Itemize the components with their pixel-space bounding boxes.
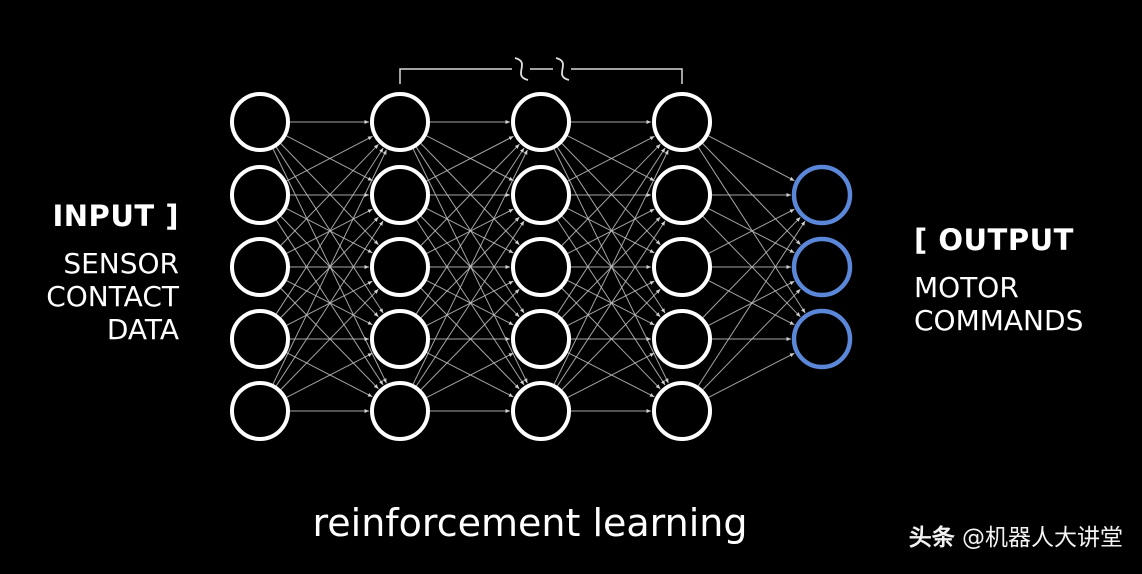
edge-l2-n5-to-n1 xyxy=(412,149,528,385)
edge-l2-n3-to-n1 xyxy=(420,143,520,246)
input-heading: INPUT ] xyxy=(52,199,179,233)
edge-l1-n5-to-n1 xyxy=(272,149,387,385)
edge-l4-n3-to-n1 xyxy=(708,208,795,254)
bracket-break-mark-1 xyxy=(514,57,529,81)
edge-l4-n4-to-n1 xyxy=(702,216,801,318)
edge-l2-n5-to-n4 xyxy=(426,352,514,398)
connection-edges xyxy=(272,120,806,413)
output-heading: [ OUTPUT xyxy=(914,223,1074,257)
input-line-contact: CONTACT xyxy=(46,280,179,313)
output-label-block: [ OUTPUT MOTOR COMMANDS xyxy=(914,223,1084,338)
hidden-layers-bracket xyxy=(399,57,683,84)
edge-l1-n5-to-n3 xyxy=(280,288,379,390)
layer-4-node-5 xyxy=(652,381,712,441)
edge-l2-n4-to-n1 xyxy=(415,147,525,315)
input-line-sensor: SENSOR xyxy=(63,247,179,280)
edge-l3-n3-to-n1 xyxy=(561,143,661,246)
edge-l4-n1-to-n3 xyxy=(697,146,806,314)
layer-2-node-5 xyxy=(370,381,430,441)
layer-2-node-1 xyxy=(370,92,430,152)
edge-l4-n5-to-n3 xyxy=(708,352,795,398)
edge-l3-n5-to-n1 xyxy=(553,149,669,385)
layer-3-node-5 xyxy=(511,381,571,441)
layer-4-node-2 xyxy=(652,165,712,225)
caption-text: reinforcement learning xyxy=(312,501,748,545)
layer-1-node-5 xyxy=(230,381,290,441)
output-node-3 xyxy=(791,308,853,370)
edge-l3-n5-to-n4 xyxy=(567,352,655,398)
edge-l1-n5-to-n4 xyxy=(286,352,373,398)
bracket-line xyxy=(399,68,683,84)
edge-l4-n1-to-n2 xyxy=(702,143,801,246)
input-line-data: DATA xyxy=(106,313,179,346)
edge-l1-n4-to-n1 xyxy=(275,147,384,315)
output-line-motor: MOTOR xyxy=(914,271,1019,304)
layer-2-node-4 xyxy=(370,309,430,369)
layer-1-node-2 xyxy=(230,165,290,225)
layer-4-node-4 xyxy=(652,309,712,369)
output-line-commands: COMMANDS xyxy=(914,304,1084,337)
input-label-block: INPUT ] SENSOR CONTACT DATA xyxy=(46,199,179,347)
output-node-2 xyxy=(791,236,853,298)
edge-l3-n2-to-n1 xyxy=(567,135,655,182)
layer-3-node-4 xyxy=(511,309,571,369)
layer-3-node-2 xyxy=(511,165,571,225)
watermark-brand: 头条 xyxy=(908,525,955,551)
watermark-handle: @机器人大讲堂 xyxy=(962,525,1123,551)
edge-l3-n5-to-n2 xyxy=(556,220,666,387)
edge-l2-n2-to-n1 xyxy=(426,135,514,182)
layer-2-node-3 xyxy=(370,237,430,297)
edge-l1-n2-to-n1 xyxy=(286,135,373,182)
edge-l4-n1-to-n1 xyxy=(708,135,795,182)
layer-4-node-3 xyxy=(652,237,712,297)
layer-1-node-1 xyxy=(230,92,290,152)
edge-l4-n5-to-n2 xyxy=(702,288,801,390)
layer-4-node-1 xyxy=(652,92,712,152)
diagram-caption: reinforcement learning xyxy=(0,500,1142,546)
bracket-break-mark-2 xyxy=(555,57,570,81)
layer-1-node-4 xyxy=(230,309,290,369)
edge-l1-n3-to-n1 xyxy=(280,143,379,246)
edge-l4-n5-to-n1 xyxy=(697,220,806,387)
layer-3-node-1 xyxy=(511,92,571,152)
output-node-1 xyxy=(791,164,853,226)
network-nodes xyxy=(230,92,853,441)
edge-l3-n5-to-n3 xyxy=(561,288,661,390)
layer-2-node-2 xyxy=(370,165,430,225)
layer-3-node-3 xyxy=(511,237,571,297)
edge-l2-n5-to-n3 xyxy=(420,288,520,390)
edge-l2-n5-to-n2 xyxy=(415,220,525,387)
edge-l1-n5-to-n2 xyxy=(275,220,384,387)
edge-l3-n4-to-n1 xyxy=(556,147,666,315)
layer-1-node-3 xyxy=(230,237,290,297)
watermark: 头条 @机器人大讲堂 xyxy=(909,524,1123,552)
